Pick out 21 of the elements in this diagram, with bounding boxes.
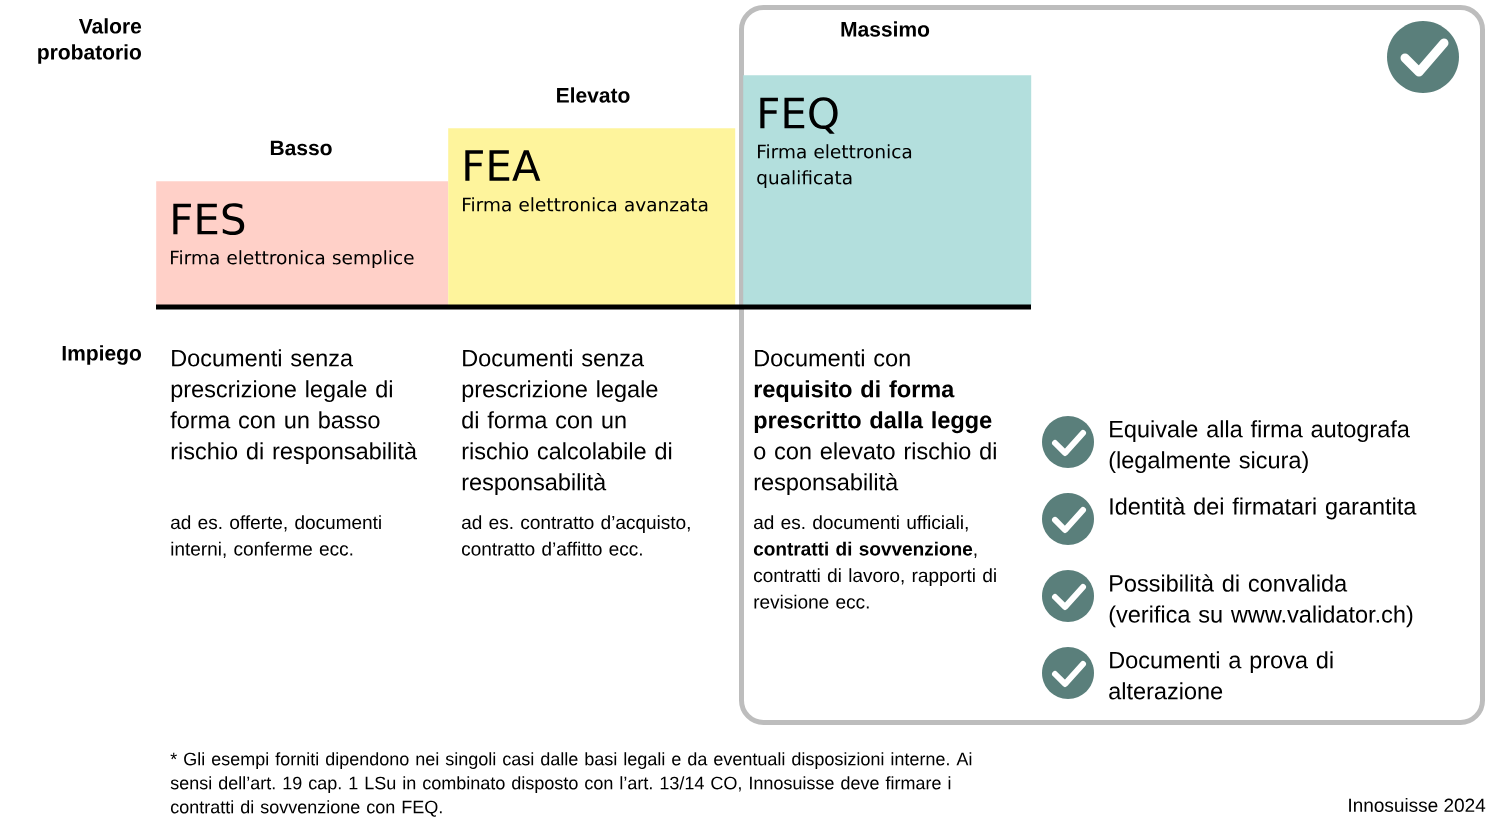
usage-description: Documenti con requisito di forma prescritto dalla legge o con elevato rischio di responsabilità — [754, 349, 996, 496]
benefit-text: Documenti a prova di alterazione — [1109, 651, 1333, 700]
example-text: ad es. documenti ufficiali, contratti di sovvenzione, contratti di lavoro, rapporti di revisione ecc. — [753, 515, 996, 609]
signature-box: FES Firma elettronica semplice — [156, 181, 449, 306]
level-heading: Basso — [270, 140, 332, 156]
axis-label: Impiego — [62, 345, 141, 365]
axis-label: Valore probatorio — [38, 18, 142, 64]
highlight-frame — [739, 5, 1485, 725]
example-text: ad es. contratto d’acquisto, contratto d’affitto ecc. — [462, 515, 690, 556]
usage-description: Documenti senza prescrizione legale di forma con un basso rischio di responsabilità — [170, 349, 417, 465]
signature-box: FEQ Firma elettronica qualificata — [743, 75, 1032, 306]
level-heading: Massimo — [841, 21, 930, 37]
example-text: ad es. offerte, documenti interni, conferme ecc. — [171, 515, 381, 558]
level-heading: Elevato — [557, 87, 630, 103]
usage-description: Documenti senza prescrizione legale di forma con un rischio calcolabile di responsabilità — [462, 349, 672, 496]
signature-box: FEA Firma elettronica avanzata — [448, 128, 736, 306]
benefit-text: Identità dei firmatari garantita — [1110, 497, 1417, 520]
footnote: * Gli esempi forniti dipendono nei singoli casi dalle basi legali e da eventuali disposizioni interne. Ai sensi dell’art. 19 cap. 1 LSu in combinato disposto con l’art. 13/14 CO, Innosuisse deve firmare i contratti di sovvenzione con FEQ. — [170, 752, 972, 817]
benefit-text: Possibilità di convalida (verifica su www.validator.ch) — [1109, 574, 1413, 628]
source-note: Innosuisse 2024 — [1349, 798, 1486, 812]
benefit-text: Equivale alla firma autografa (legalmente sicura) — [1109, 420, 1410, 474]
